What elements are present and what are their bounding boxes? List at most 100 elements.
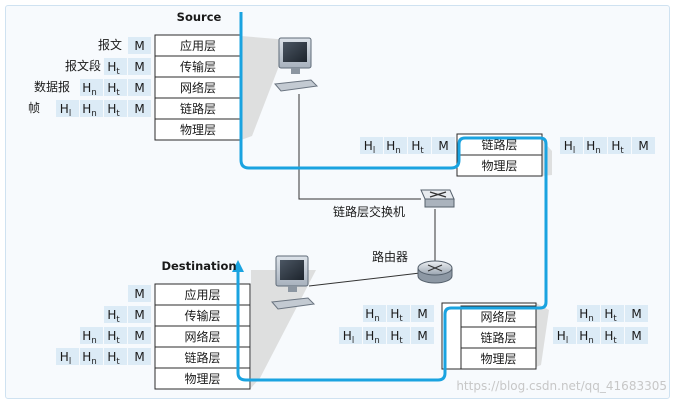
shadow-projection [536, 303, 549, 367]
cell-box [80, 327, 103, 344]
header-cell-n: Hn [584, 137, 607, 156]
header-cell-t: Ht [601, 327, 624, 346]
cell-box [104, 100, 127, 117]
arrow-up-icon [232, 260, 244, 272]
cell-box [601, 327, 624, 344]
monitor-screen [283, 42, 307, 62]
header-cell-l: Hl [56, 348, 79, 367]
cell-box [601, 305, 624, 322]
cell-label: Hl [60, 102, 71, 119]
router-icon [417, 260, 453, 284]
watermark: https://blog.csdn.net/qq_41683305 [456, 379, 667, 393]
cell-box [625, 327, 648, 344]
layer-label: 应用层 [180, 38, 216, 53]
router-label: 路由器 [372, 249, 408, 264]
cell-label: M [134, 350, 144, 364]
monitor-screen [280, 260, 304, 280]
header-cell-n: Hn [80, 100, 103, 119]
cell-box [387, 305, 410, 322]
message-cell: M [128, 58, 151, 75]
cell-box [432, 137, 455, 154]
header-cell-t: Ht [104, 348, 127, 367]
cell-box [339, 327, 362, 344]
cell-label: M [631, 329, 641, 343]
header-cell-n: Hn [80, 327, 103, 346]
cell-box [632, 137, 655, 154]
layer-label: 传输层 [184, 308, 220, 323]
pdu-name: 数据报 [34, 79, 70, 94]
pdu-name: 帧 [28, 101, 40, 115]
cell-box [387, 327, 410, 344]
cell-label: M [134, 81, 144, 95]
shadow-projection [251, 270, 316, 388]
source-label: Source [177, 10, 222, 24]
message-cell: M [128, 37, 151, 54]
cell-box [80, 348, 103, 365]
cell-box [104, 306, 127, 323]
cell-box [411, 327, 434, 344]
destination-label: Destination [161, 259, 236, 273]
header-cell-n: Hn [363, 327, 386, 346]
cell-box [128, 285, 151, 302]
cell-label: M [417, 307, 427, 321]
header-cell-t: Ht [601, 305, 624, 324]
message-cell: M [632, 137, 655, 154]
layer-label: 网络层 [180, 80, 216, 95]
switch-icon [420, 189, 455, 208]
keyboard [274, 79, 319, 92]
cell-box [128, 348, 151, 365]
switch-front [424, 198, 455, 208]
destination-desktop-computer-icon [271, 255, 316, 310]
layer-label: 物理层 [481, 159, 517, 173]
layer-label: 链路层 [180, 101, 216, 116]
cell-box [553, 327, 576, 344]
cell-box [408, 137, 431, 154]
header-cell-n: Hn [384, 137, 407, 156]
layer-label: 物理层 [180, 123, 216, 137]
cell-box [625, 305, 648, 322]
router-arrows [427, 264, 443, 272]
cell-box [104, 348, 127, 365]
network-link [308, 272, 421, 287]
cell-label: Hl [364, 139, 375, 156]
shadow-projection [241, 36, 289, 140]
message-cell: M [128, 100, 151, 117]
cell-box [56, 348, 79, 365]
layer-label: 网络层 [184, 329, 220, 344]
message-cell: M [411, 305, 434, 322]
header-cell-t: Ht [104, 58, 127, 77]
message-cell: M [128, 348, 151, 365]
layer-label: 传输层 [180, 59, 216, 74]
cell-label: M [134, 287, 144, 301]
header-cell-l: Hl [360, 137, 383, 156]
header-cell-t: Ht [387, 305, 410, 324]
pdu-name: 报文段 [65, 58, 101, 73]
cell-box [360, 137, 383, 154]
switch-label: 链路层交换机 [333, 204, 405, 219]
header-cell-l: Hl [553, 327, 576, 346]
cell-box [608, 137, 631, 154]
layer-label: 链路层 [481, 137, 517, 152]
layer-label: 链路层 [480, 330, 516, 345]
data-path [236, 12, 548, 382]
message-cell: M [128, 79, 151, 96]
monitor-stand [291, 68, 300, 74]
message-cell: M [411, 327, 434, 344]
cell-label: Hl [60, 350, 71, 367]
cell-box [584, 137, 607, 154]
header-cell-t: Ht [608, 137, 631, 156]
cell-label: M [134, 102, 144, 116]
cell-label: M [438, 139, 448, 153]
cell-box [384, 137, 407, 154]
cell-box [104, 58, 127, 75]
cell-label: Hl [557, 329, 568, 346]
